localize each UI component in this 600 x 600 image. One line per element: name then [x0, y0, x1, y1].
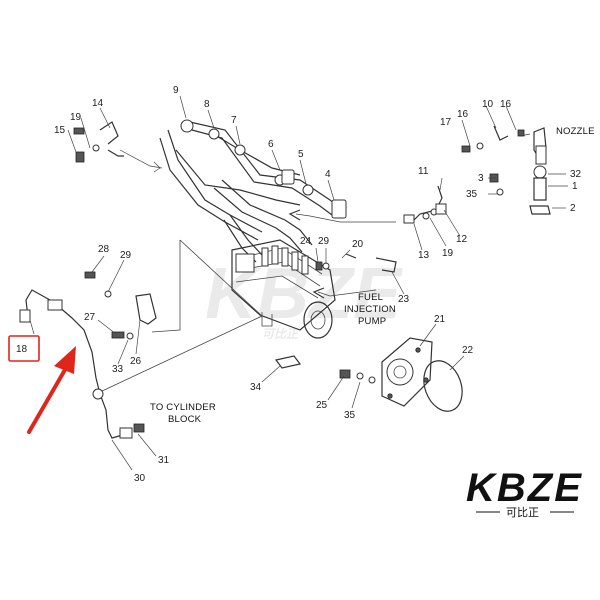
nozzle-assembly — [461, 125, 551, 215]
callout-14: 14 — [92, 98, 104, 109]
gasket — [423, 360, 463, 412]
callout-32: 32 — [570, 169, 582, 180]
callout-34: 34 — [250, 382, 262, 393]
callout-20: 20 — [352, 239, 364, 250]
callout-17: 17 — [440, 117, 452, 128]
nozzle-label: NOZZLE — [556, 126, 595, 137]
pump-fittings — [315, 253, 397, 273]
callout-29-pump: 29 — [318, 236, 330, 247]
callout-10: 10 — [482, 99, 494, 110]
highlight-18: 18 — [8, 335, 40, 362]
svg-text:BLOCK: BLOCK — [168, 414, 202, 425]
svg-text:TO CYLINDER: TO CYLINDER — [150, 402, 216, 413]
callout-5: 5 — [298, 149, 304, 160]
callout-16b: 16 — [500, 99, 512, 110]
callout-27: 27 — [84, 312, 96, 323]
callout-13: 13 — [418, 250, 430, 261]
callout-30: 30 — [134, 473, 146, 484]
callout-11: 11 — [418, 166, 429, 177]
logo-text: KBZE — [466, 466, 583, 510]
callout-31: 31 — [158, 455, 170, 466]
callout-18: 18 — [16, 344, 28, 355]
callout-1: 1 — [572, 181, 578, 192]
callout-21: 21 — [434, 314, 446, 325]
reference-lines — [99, 239, 263, 393]
timing-cover — [381, 337, 433, 407]
callout-28: 28 — [98, 244, 110, 255]
callout-9: 9 — [173, 85, 179, 96]
svg-text:INJECTION: INJECTION — [344, 304, 396, 315]
callout-12: 12 — [456, 234, 468, 245]
callout-19-right: 19 — [442, 248, 454, 259]
callout-29-left: 29 — [120, 250, 132, 261]
fuel-injection-pump — [231, 239, 336, 339]
callout-25: 25 — [316, 400, 328, 411]
logo-subtitle: 可比正 — [506, 506, 539, 519]
callout-3: 3 — [478, 173, 484, 184]
fuel-return-line — [19, 289, 145, 439]
callout-2: 2 — [570, 203, 576, 214]
top-left-fittings — [73, 121, 163, 173]
flow-arrows — [288, 209, 396, 299]
leak-off-pipe — [403, 185, 447, 224]
callout-33: 33 — [112, 364, 124, 375]
red-arrow — [27, 346, 76, 434]
callout-8: 8 — [204, 99, 210, 110]
svg-text:PUMP: PUMP — [358, 316, 386, 327]
callout-24: 24 — [300, 236, 312, 247]
callout-26: 26 — [130, 356, 142, 367]
callout-leaders — [29, 95, 568, 471]
to-cylinder-label: TO CYLINDER BLOCK — [150, 402, 216, 425]
fuel-pump-label: FUEL INJECTION PUMP — [344, 292, 396, 327]
callout-16: 16 — [457, 109, 469, 120]
kbze-logo: KBZE 可比正 — [466, 466, 583, 519]
injection-pipes — [159, 119, 347, 263]
callout-7: 7 — [231, 115, 237, 126]
callout-22: 22 — [462, 345, 474, 356]
callout-35-bottom: 35 — [344, 410, 356, 421]
callout-15: 15 — [54, 125, 66, 136]
callout-19-top-left: 19 — [70, 112, 82, 123]
callout-numbers: 9 8 7 6 5 4 14 19 15 17 16 10 16 11 3 35… — [54, 85, 582, 484]
callout-6: 6 — [268, 139, 274, 150]
callout-35-nozzle: 35 — [466, 189, 478, 200]
callout-4: 4 — [325, 169, 331, 180]
svg-text:可比正: 可比正 — [262, 327, 300, 341]
svg-text:FUEL: FUEL — [358, 292, 383, 303]
pump-bracket — [84, 271, 157, 340]
callout-23: 23 — [398, 294, 410, 305]
bolts — [274, 355, 376, 384]
